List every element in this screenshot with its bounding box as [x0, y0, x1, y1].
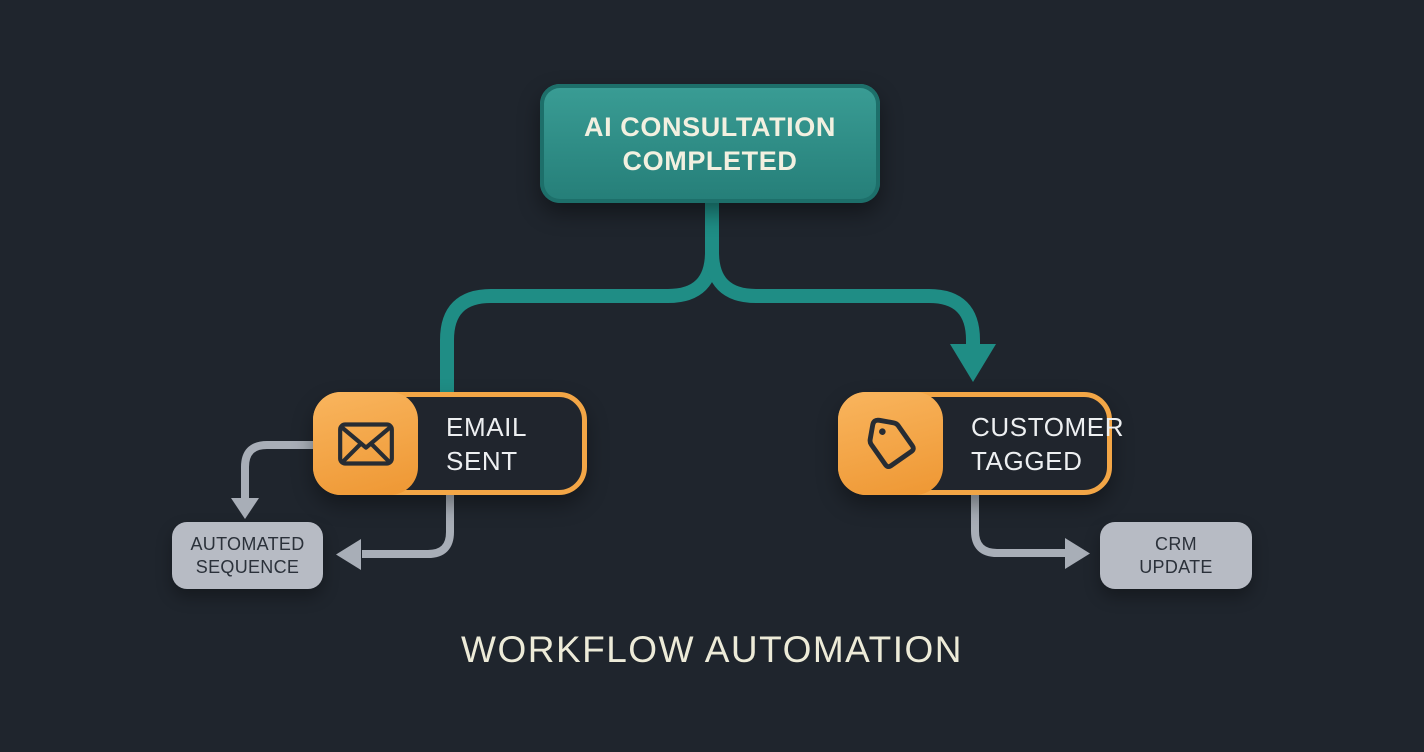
teal-arrowhead-down-icon [950, 344, 996, 382]
trigger-label: AI CONSULTATION COMPLETED [584, 110, 836, 178]
gray-arrowhead-down-icon [231, 498, 259, 519]
diagram-caption: WORKFLOW AUTOMATION [461, 629, 963, 670]
gray-arrowhead-left-icon [336, 539, 361, 570]
node-crm-update: CRM UPDATE [1100, 522, 1252, 589]
tag-label-line2: TAGGED [971, 445, 1083, 476]
node-email-sent: EMAIL SENT [313, 392, 587, 495]
gray-connector-email-left [241, 441, 316, 499]
envelope-icon [313, 392, 418, 495]
gray-arrowhead-right-icon [1065, 538, 1090, 569]
gray-connector-email-bottom [362, 494, 454, 558]
teal-branch-left [440, 198, 719, 397]
node-ai-consultation-completed: AI CONSULTATION COMPLETED [540, 84, 880, 203]
node-customer-tagged: CUSTOMER TAGGED [838, 392, 1124, 495]
teal-branch-right [705, 198, 980, 346]
email-label-line1: EMAIL [446, 411, 528, 442]
node-automated-sequence: AUTOMATED SEQUENCE [172, 522, 323, 589]
email-label-line2: SENT [446, 445, 518, 476]
trigger-label-line1: AI CONSULTATION [584, 111, 836, 142]
tag-label-line1: CUSTOMER [971, 411, 1125, 442]
sequence-label-line2: SEQUENCE [195, 556, 300, 577]
crm-label-line2: UPDATE [1139, 556, 1213, 577]
gray-connector-tag-bottom [971, 494, 1066, 557]
crm-label-line1: CRM [1155, 533, 1197, 554]
tag-icon [838, 392, 943, 495]
sequence-label-line1: AUTOMATED [190, 533, 305, 554]
email-sent-label: EMAIL SENT [446, 410, 527, 478]
customer-tagged-label: CUSTOMER TAGGED [971, 410, 1124, 478]
trigger-label-line2: COMPLETED [622, 145, 798, 176]
